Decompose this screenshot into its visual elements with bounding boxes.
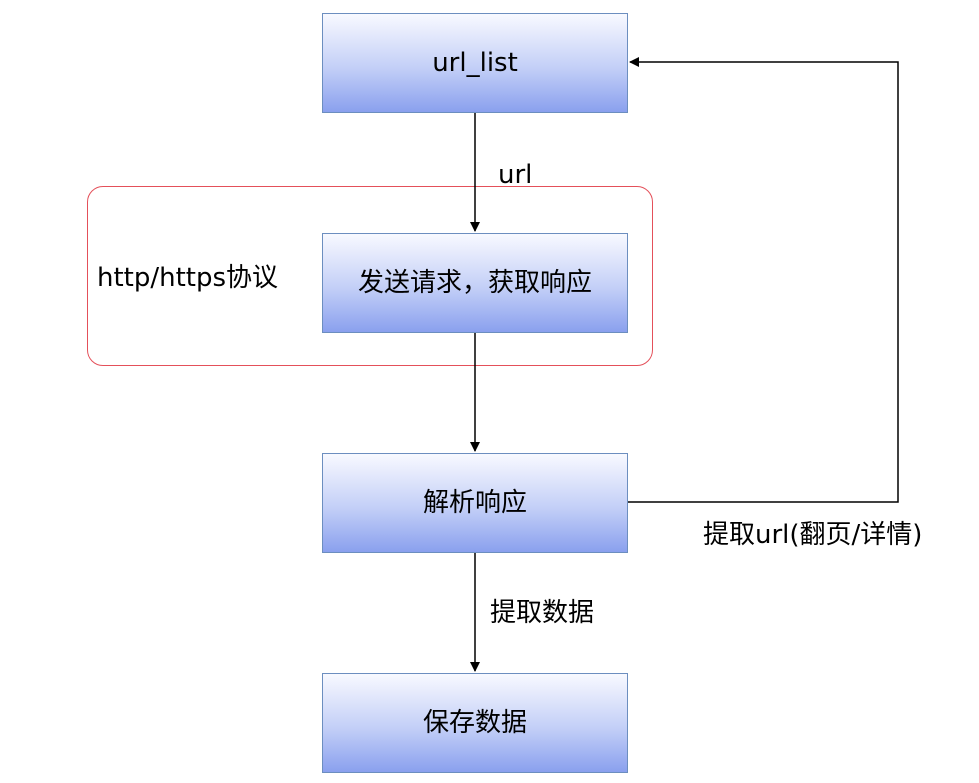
- save-data-node-label: 保存数据: [422, 708, 527, 738]
- url-list-node: url_list: [322, 13, 628, 113]
- edge-label-extract-data: 提取数据: [490, 598, 595, 628]
- protocol-group-box: [87, 186, 653, 366]
- send-request-node-label: 发送请求，获取响应: [357, 268, 592, 298]
- edge-label-url: url: [498, 160, 533, 190]
- edge-label-extract-url: 提取url(翻页/详情): [703, 520, 923, 550]
- url-list-node-label: url_list: [432, 48, 518, 78]
- send-request-node: 发送请求，获取响应: [322, 233, 628, 333]
- parse-response-node-label: 解析响应: [422, 488, 527, 518]
- save-data-node: 保存数据: [322, 673, 628, 773]
- parse-response-node: 解析响应: [322, 453, 628, 553]
- arrow-parse-to-url-list: [628, 57, 899, 503]
- group-label-protocol: http/https协议: [97, 263, 279, 293]
